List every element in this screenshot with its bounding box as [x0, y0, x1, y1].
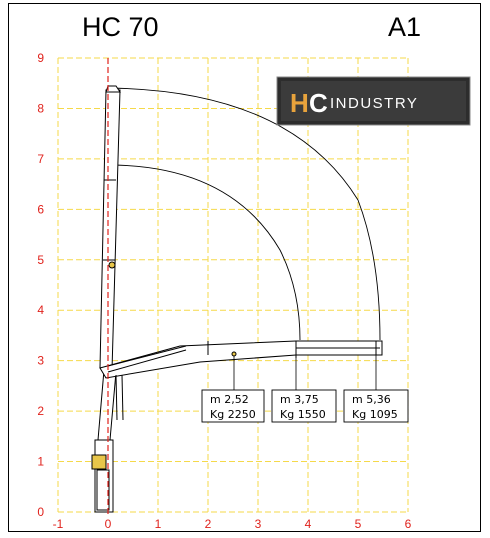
load-box-3-reach: m 5,36	[352, 393, 391, 406]
logo-h: H	[290, 88, 309, 118]
x-tick-label: -1	[53, 517, 64, 531]
logo-c: C	[309, 88, 328, 118]
x-tick-label: 1	[155, 517, 162, 531]
y-tick-label: 8	[37, 101, 44, 115]
x-tick-label: 3	[255, 517, 262, 531]
y-tick-label: 4	[37, 303, 44, 317]
y-tick-label: 2	[37, 404, 44, 418]
load-box-1-reach: m 2,52	[210, 393, 249, 406]
hc-industry-logo: H C INDUSTRY	[276, 76, 471, 126]
load-box-3: m 5,36 Kg 1095	[343, 389, 409, 423]
y-tick-label: 9	[37, 51, 44, 65]
inner-range-arc	[107, 164, 301, 341]
crane-drawing	[91, 85, 383, 513]
vertical-boom	[99, 89, 121, 371]
model-code: A1	[388, 12, 422, 42]
load-box-2-load: Kg 1550	[280, 408, 326, 421]
y-tick-label: 1	[37, 455, 44, 469]
x-tick-label: 0	[105, 517, 112, 531]
y-tick-label: 6	[37, 202, 44, 216]
model-title: HC 70	[82, 12, 159, 42]
y-tick-label: 0	[37, 505, 44, 519]
chart-axes: -1 0 1 2 3 4 5 6 0 1 2 3 4 5 6 7 8 9	[37, 51, 411, 531]
y-tick-label: 5	[37, 253, 44, 267]
y-tick-label: 3	[37, 354, 44, 368]
load-box-2-reach: m 3,75	[280, 393, 319, 406]
horizontal-boom	[99, 340, 381, 379]
load-box-1: m 2,52 Kg 2250	[201, 389, 265, 423]
outer-range-arc	[107, 87, 381, 341]
x-tick-label: 2	[205, 517, 212, 531]
load-box-2: m 3,75 Kg 1550	[271, 389, 337, 423]
y-tick-label: 7	[37, 152, 44, 166]
x-tick-label: 5	[355, 517, 362, 531]
load-box-3-load: Kg 1095	[352, 408, 398, 421]
x-tick-label: 4	[305, 517, 312, 531]
x-tick-label: 6	[405, 517, 412, 531]
load-box-1-load: Kg 2250	[210, 408, 256, 421]
logo-word: INDUSTRY	[330, 95, 418, 112]
